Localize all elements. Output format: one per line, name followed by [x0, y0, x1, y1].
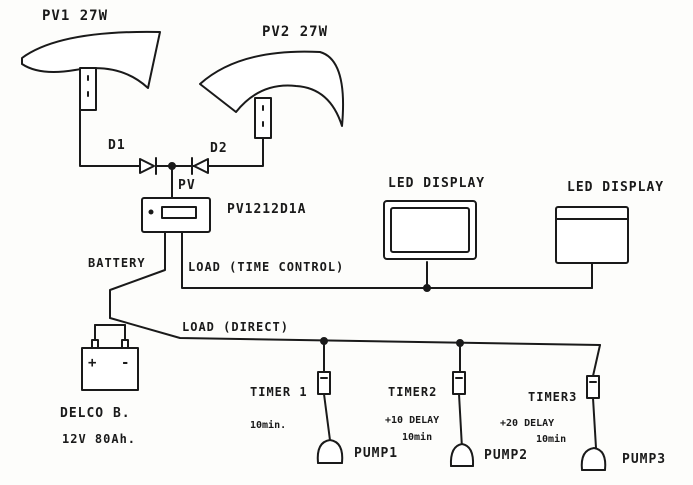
- timer-1-duration: 10min.: [250, 420, 287, 431]
- diode-d2-label: D2: [210, 141, 228, 156]
- pv1-label: PV1 27W: [42, 8, 109, 24]
- led-display-2: [555, 206, 629, 264]
- led-display-1: [383, 200, 477, 260]
- timer-2-label: TIMER2: [388, 385, 438, 399]
- timer-2-symbol: [452, 371, 466, 395]
- charge-controller: [141, 197, 211, 233]
- timer-3-label: TIMER3: [528, 390, 578, 404]
- battery-name-label: DELCO B.: [60, 406, 131, 421]
- pv-input-label: PV: [178, 178, 196, 193]
- battery-minus-label: -: [121, 355, 131, 371]
- pump-2-label: PUMP2: [484, 448, 529, 463]
- pump-1-label: PUMP1: [354, 446, 399, 461]
- battery-spec-label: 12V 80Ah.: [62, 432, 137, 446]
- load-time-bus: [181, 231, 593, 289]
- led-display-1-label: LED DISPLAY: [388, 176, 486, 191]
- timer-3-duration: 10min: [536, 434, 567, 445]
- controller-model-label: PV1212D1A: [227, 202, 307, 217]
- pv2-label: PV2 27W: [262, 24, 329, 40]
- diode-d1-label: D1: [108, 138, 126, 153]
- battery-wire-label: BATTERY: [88, 256, 146, 270]
- solar-panel-pv2: [199, 50, 345, 139]
- timer-3-symbol: [586, 375, 600, 399]
- timer-2-duration: 10min: [402, 432, 433, 443]
- pv1-wire: [79, 99, 141, 167]
- battery-plus-label: +: [88, 355, 98, 371]
- pump-3-label: PUMP3: [622, 452, 667, 467]
- pump-3-symbol: [580, 447, 607, 471]
- led-display-2-label: LED DISPLAY: [567, 180, 665, 195]
- timer-3-delay: +20 DELAY: [500, 418, 555, 429]
- diode-d2-symbol: [191, 157, 209, 175]
- timer-2-delay: +10 DELAY: [385, 415, 440, 426]
- load-time-label: LOAD (TIME CONTROL): [188, 260, 345, 274]
- battery-symbol: [81, 324, 139, 391]
- timer-1-label: TIMER 1: [250, 385, 308, 399]
- solar-panel-pv1: [21, 30, 161, 111]
- load-direct-label: LOAD (DIRECT): [182, 320, 289, 334]
- pv2-wire: [207, 137, 264, 167]
- pump-2-symbol: [449, 443, 475, 467]
- battery-wire: [109, 231, 166, 319]
- pump-1-symbol: [316, 439, 344, 464]
- timer-1-symbol: [317, 371, 331, 395]
